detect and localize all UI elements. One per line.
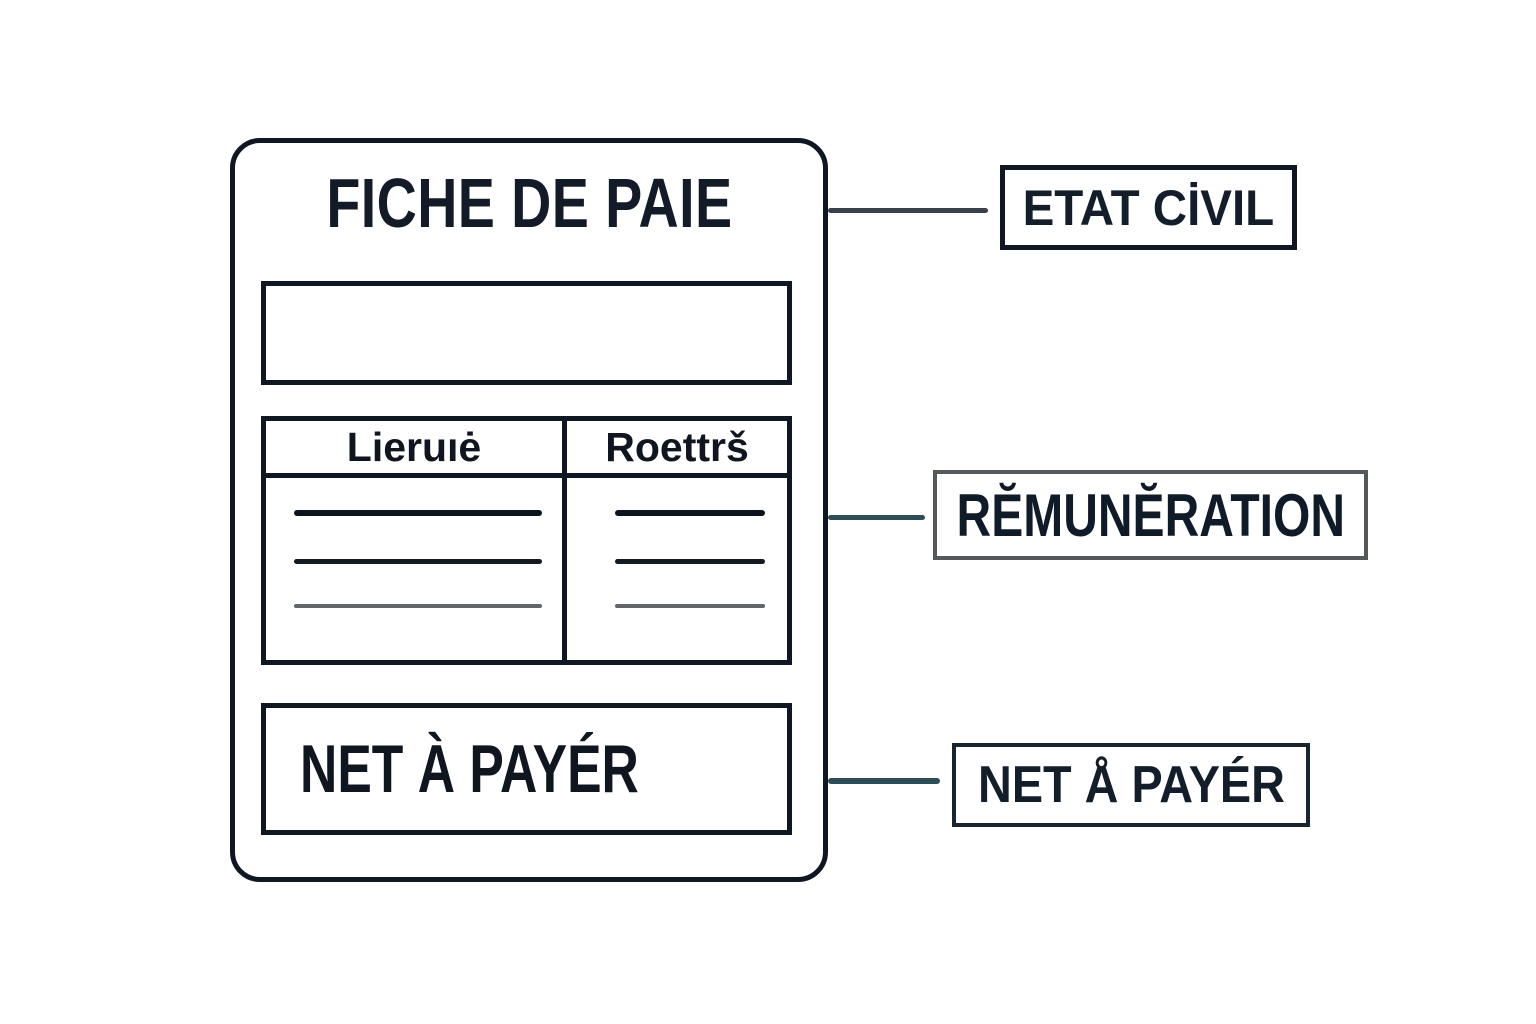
placeholder-line	[615, 559, 765, 564]
annotation-net-a-payer-text: NET Å PAYÉR	[977, 756, 1285, 814]
net-a-payer-box: NET À PAYÉR	[261, 703, 792, 835]
connector-etat-civil	[828, 208, 988, 213]
payslip-document: FICHE DE PAIE Lieruıė Roettrš	[230, 138, 828, 882]
annotation-net-a-payer: NET Å PAYÉR	[952, 743, 1310, 827]
payslip-title: FICHE DE PAIE	[235, 165, 823, 241]
table-column-right	[567, 478, 787, 660]
placeholder-line	[294, 604, 542, 608]
identity-placeholder-box	[261, 281, 792, 385]
connector-net-a-payer	[828, 778, 940, 784]
net-a-payer-text: NET À PAYÉR	[300, 731, 639, 807]
annotation-remuneration: RĔMUNĔRATION	[933, 470, 1368, 560]
placeholder-line	[615, 604, 765, 608]
remuneration-table: Lieruıė Roettrš	[261, 416, 792, 665]
table-header-left: Lieruıė	[266, 421, 567, 473]
placeholder-line	[615, 510, 765, 516]
table-column-left	[266, 478, 567, 660]
payslip-title-text: FICHE DE PAIE	[325, 164, 733, 242]
table-header-row: Lieruıė Roettrš	[266, 421, 787, 478]
placeholder-line	[294, 559, 542, 564]
placeholder-line	[294, 510, 542, 516]
annotation-remuneration-text: RĔMUNĔRATION	[956, 481, 1345, 549]
connector-remuneration	[828, 515, 925, 520]
table-header-right: Roettrš	[605, 423, 749, 470]
annotation-etat-civil: ETAT CİVIL	[1000, 165, 1297, 250]
annotation-etat-civil-text: ETAT CİVIL	[1022, 179, 1275, 236]
table-body	[266, 478, 787, 660]
